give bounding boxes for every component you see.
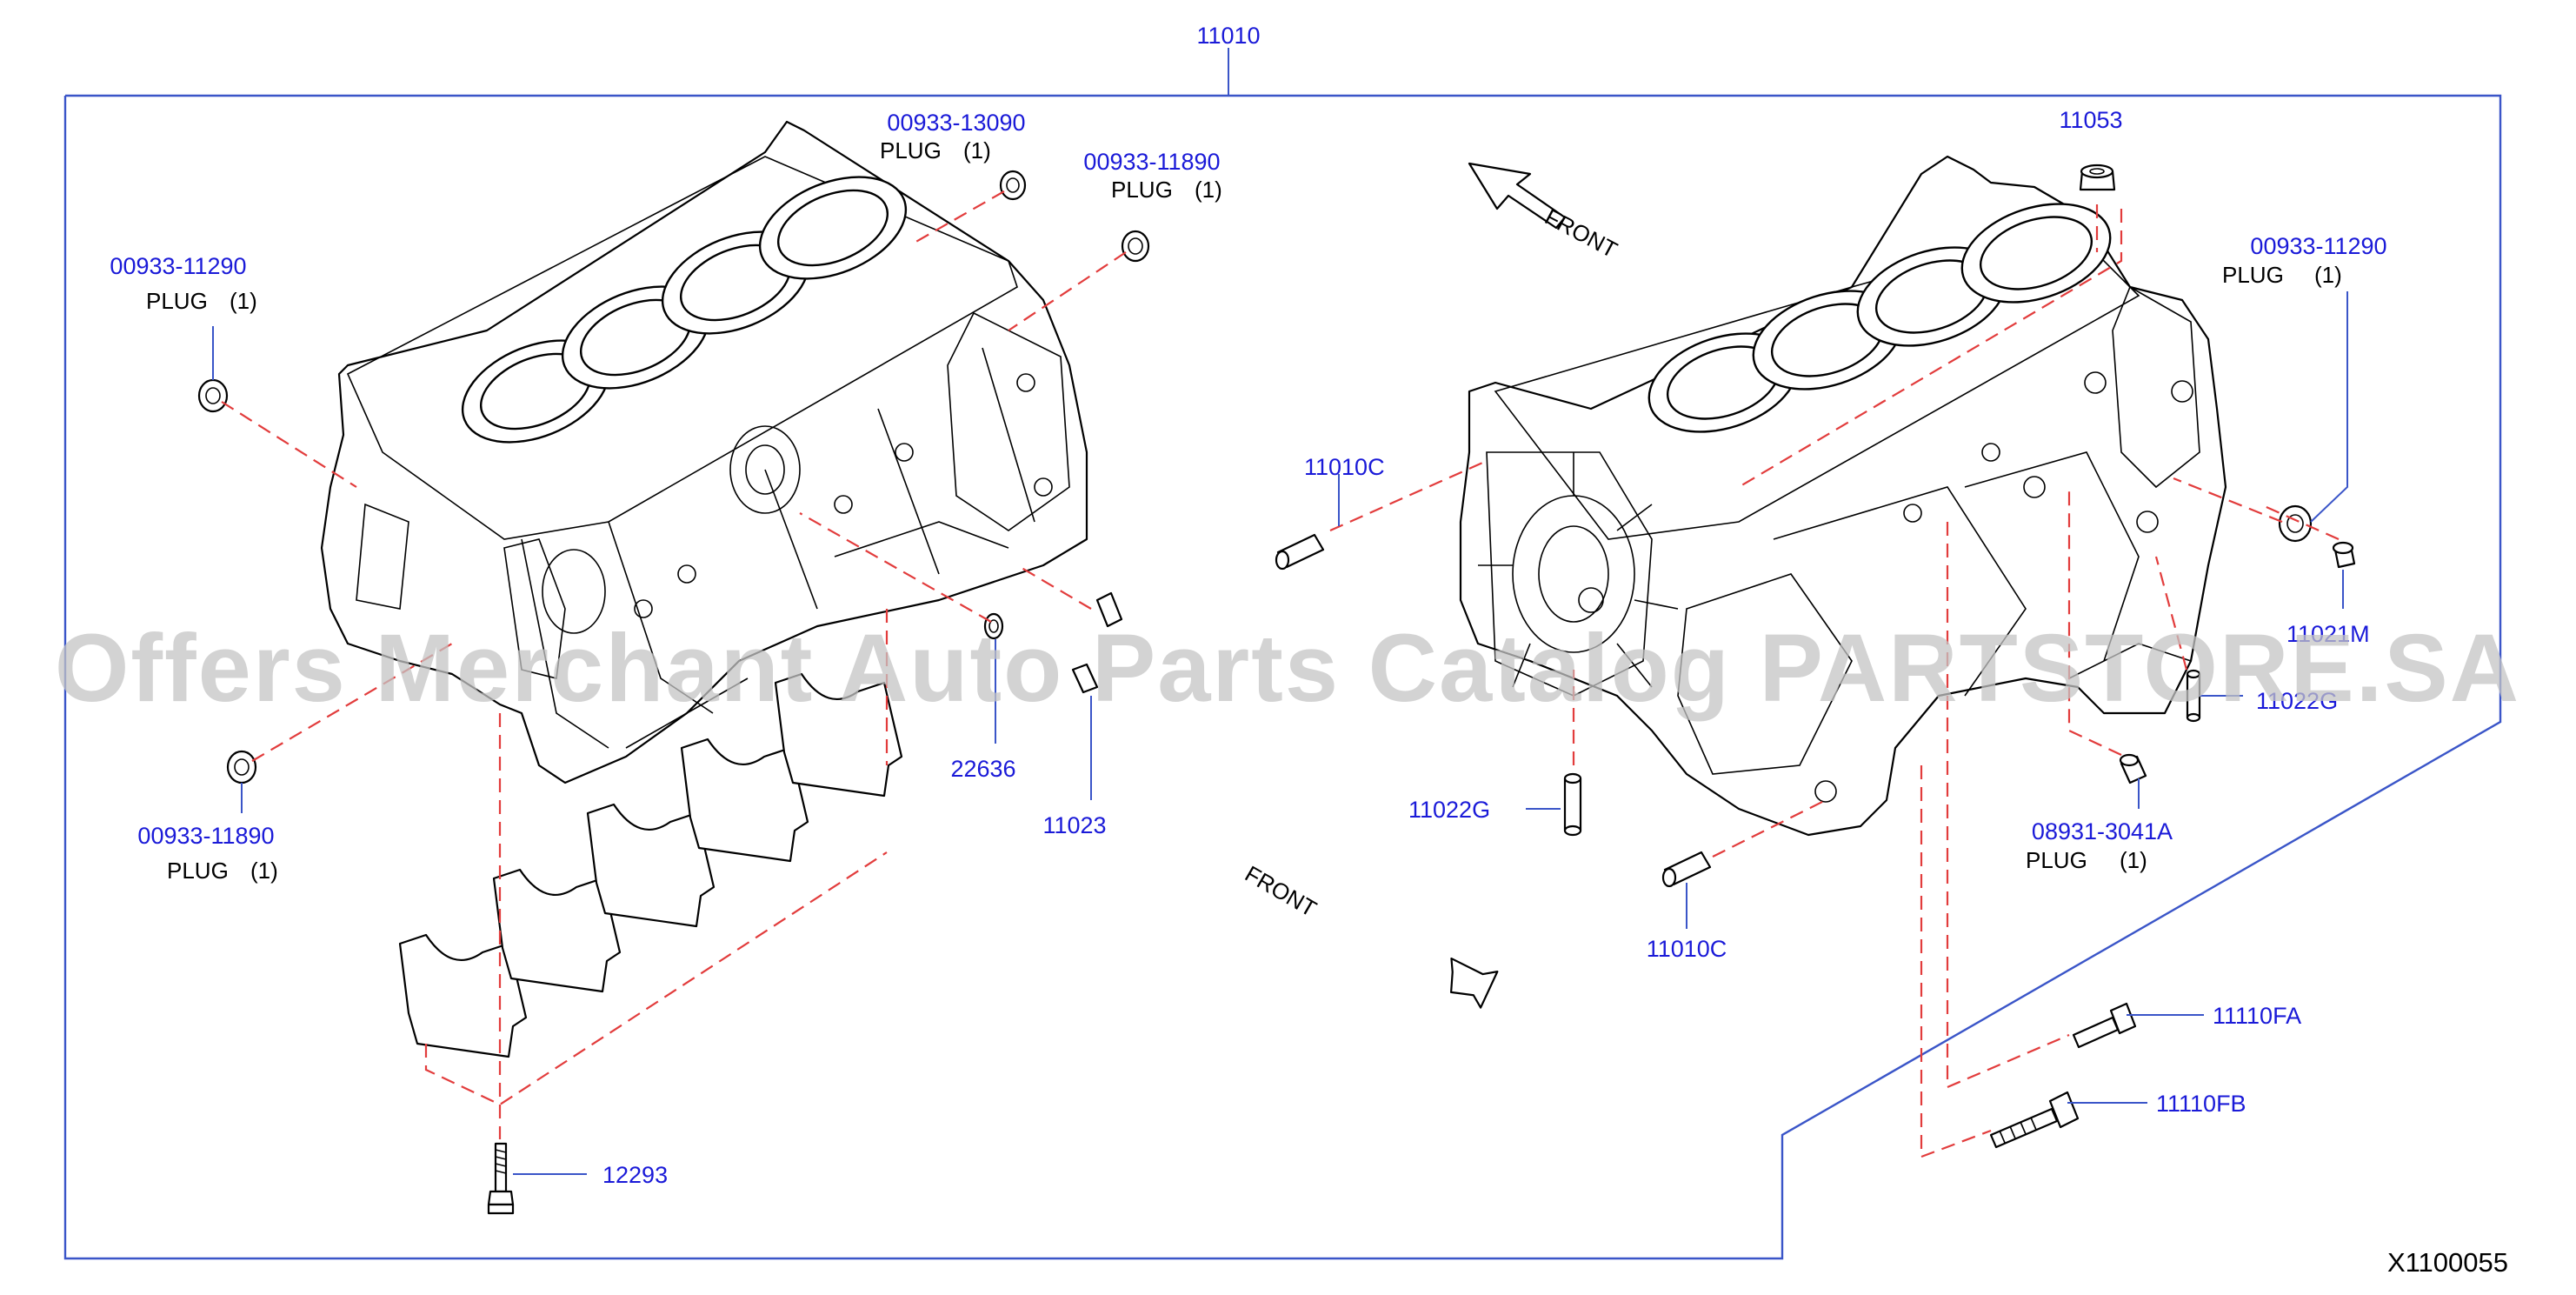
bolt-12293[interactable]	[487, 1142, 515, 1215]
watermark-text: Offers Merchant Auto Parts Catalog PARTS…	[55, 615, 2520, 722]
callout-part-00933-13090[interactable]: 00933-13090	[887, 110, 1025, 136]
callout-part-11022G-right[interactable]: 11022G	[2256, 688, 2338, 714]
callouts: 00933-13090 PLUG (1) 00933-11890 PLUG (1…	[110, 107, 2386, 1188]
callout-part-11023[interactable]: 11023	[1042, 812, 1106, 838]
callout-part-22636[interactable]: 22636	[950, 756, 1015, 782]
callout-part-12293[interactable]: 12293	[602, 1162, 668, 1188]
callout-desc-00933-11890-top: PLUG	[1111, 177, 1173, 203]
callout-part-00933-11890-top[interactable]: 00933-11890	[1083, 149, 1220, 175]
callout-desc-00933-13090: PLUG	[880, 137, 942, 164]
plug-00933-11290-right[interactable]	[2278, 504, 2313, 543]
right-small-parts	[1275, 164, 2356, 1149]
callout-qty-00933-13090: (1)	[963, 137, 991, 164]
plug-11053[interactable]	[2079, 164, 2116, 191]
catalog-code: X1100055	[2387, 1247, 2508, 1278]
assembly-frame	[63, 48, 2502, 1260]
callout-qty-00933-11290-left: (1)	[230, 288, 257, 314]
callout-qty-08931-3041A: (1)	[2120, 847, 2147, 873]
callout-part-00933-11290-right[interactable]: 00933-11290	[2250, 233, 2386, 259]
dashed-guides	[221, 190, 2340, 1158]
plug-00933-11290-left[interactable]	[197, 378, 229, 413]
callout-qty-00933-11290-right: (1)	[2314, 262, 2342, 288]
dowel-11023[interactable]	[1071, 591, 1123, 694]
callout-part-08931-3041A[interactable]: 08931-3041A	[2032, 818, 2173, 844]
callout-desc-00933-11890-bottom: PLUG	[167, 858, 229, 884]
front-label-bottom: FRONT	[1241, 860, 1321, 922]
callout-part-00933-11890-bottom[interactable]: 00933-11890	[137, 823, 274, 849]
plug-00933-11890-bottom[interactable]	[226, 750, 257, 784]
dowel-11010C-top[interactable]	[1275, 533, 1325, 571]
plug-08931-3041A[interactable]	[2119, 753, 2147, 784]
callout-part-11021M[interactable]: 11021M	[2286, 621, 2370, 647]
plug-00933-11890-top[interactable]	[1121, 230, 1150, 263]
front-arrow-top	[1468, 162, 1567, 230]
left-cylinder-block	[320, 120, 1088, 784]
dowel-11010C-bottom[interactable]	[1661, 851, 1712, 888]
left-small-parts	[197, 170, 1150, 1215]
front-arrow-bottom	[1450, 957, 1499, 1009]
leader-lines	[212, 291, 2348, 1175]
right-cylinder-block	[1459, 155, 2227, 837]
bolt-11110FB[interactable]	[1989, 1091, 2080, 1149]
plug-00933-13090[interactable]	[999, 170, 1027, 201]
callout-qty-00933-11890-top: (1)	[1195, 177, 1222, 203]
callout-part-11010C-bottom[interactable]: 11010C	[1647, 936, 1727, 962]
callout-part-11110FA[interactable]: 11110FA	[2213, 1003, 2301, 1029]
callout-part-11053[interactable]: 11053	[2059, 107, 2122, 133]
assembly-part-number[interactable]: 11010	[1196, 23, 1260, 49]
callout-part-00933-11290-left[interactable]: 00933-11290	[110, 253, 246, 279]
callout-qty-00933-11890-bottom: (1)	[250, 858, 278, 884]
dowel-11022G-left[interactable]	[1563, 772, 1582, 837]
callout-desc-00933-11290-left: PLUG	[146, 288, 208, 314]
left-main-bearing-caps	[398, 672, 903, 1058]
callout-part-11022G-left[interactable]: 11022G	[1408, 797, 1490, 823]
bolt-11110FA[interactable]	[2072, 1002, 2137, 1049]
callout-desc-08931-3041A: PLUG	[2026, 847, 2087, 873]
callout-part-11010C-top[interactable]: 11010C	[1304, 454, 1385, 480]
callout-desc-00933-11290-right: PLUG	[2222, 262, 2284, 288]
plug-11021M[interactable]	[2332, 541, 2356, 569]
front-label-top: FRONT	[1541, 204, 1621, 264]
callout-part-11110FB[interactable]: 11110FB	[2156, 1091, 2247, 1117]
dowel-11022G-right[interactable]	[2186, 669, 2201, 723]
